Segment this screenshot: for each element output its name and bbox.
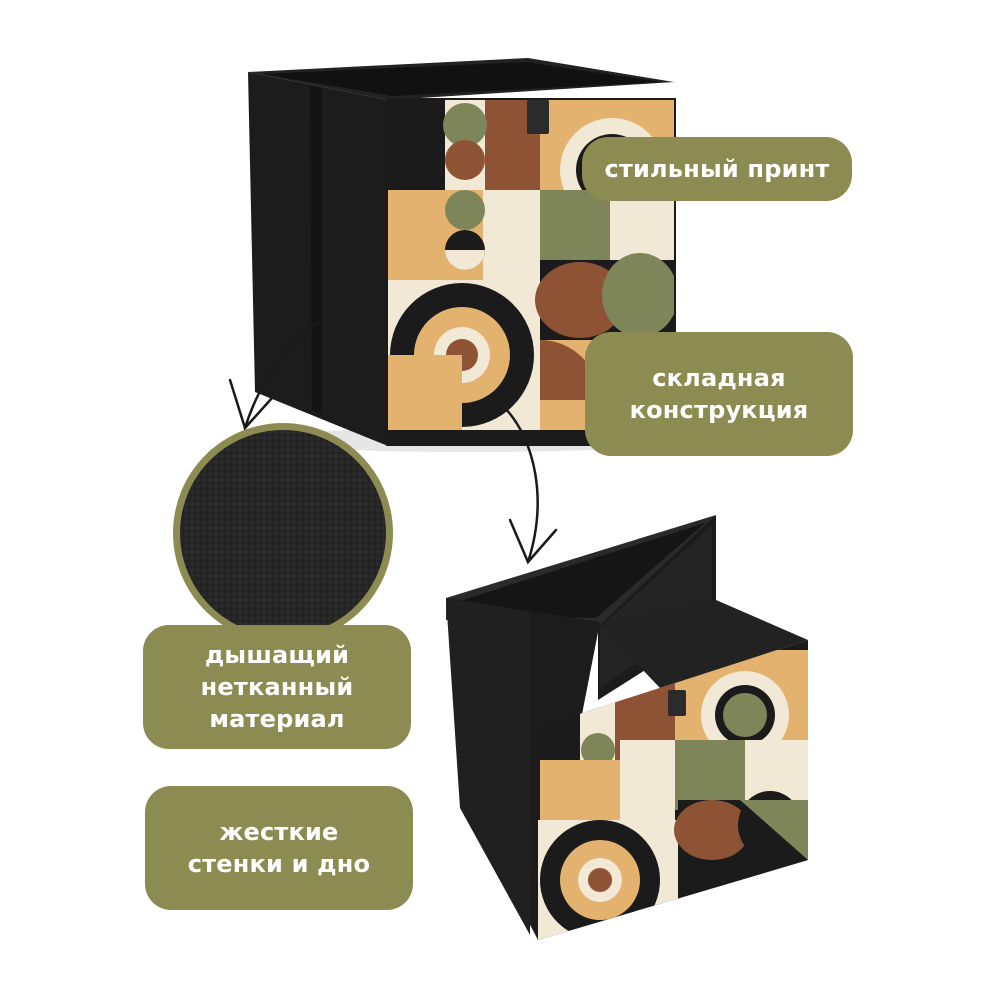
label-walls-line-1: жесткие — [219, 818, 339, 846]
arrow-to-folded-box — [503, 406, 558, 565]
label-material-line-2: нетканный — [200, 673, 354, 701]
label-material-line-3: материал — [209, 705, 345, 733]
label-fold-line-2: конструкция — [629, 396, 809, 424]
storage-box-folded — [446, 515, 808, 940]
label-stylish-print-text: стильный принт — [604, 155, 830, 183]
arrow-to-fabric — [228, 320, 320, 431]
label-material-line-1: дышащий — [204, 641, 350, 669]
geometric-print-folded — [538, 650, 808, 940]
fabric-swatch — [173, 423, 393, 643]
label-foldable-construction: складная конструкция — [585, 332, 853, 456]
label-walls-line-2: стенки и дно — [187, 850, 371, 878]
label-stylish-print: стильный принт — [582, 137, 852, 201]
label-fold-line-1: складная — [652, 364, 786, 392]
label-breathable-material: дышащий нетканный материал — [143, 625, 411, 749]
label-rigid-walls: жесткие стенки и дно — [145, 786, 413, 910]
